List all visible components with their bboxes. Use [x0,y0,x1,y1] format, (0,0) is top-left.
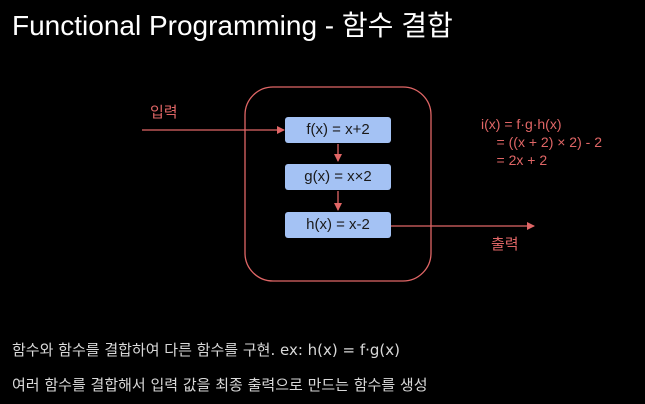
output-label: 출력 [491,236,519,253]
function-g-box: g(x) = x×2 [285,164,391,190]
composition-formula: i(x) = f·g·h(x) = ((x + 2) × 2) - 2 = 2x… [481,115,602,169]
formula-line: = 2x + 2 [481,152,548,168]
function-h-box: h(x) = x-2 [285,212,391,238]
formula-line: i(x) = f·g·h(x) [481,116,562,132]
description-line: 여러 함수를 결합해서 입력 값을 최종 출력으로 만드는 함수를 생성 [12,376,428,394]
description-line: 함수와 함수를 결합하여 다른 함수를 구현. ex: h(x) = f·g(x… [12,341,400,359]
formula-line: = ((x + 2) × 2) - 2 [481,134,602,150]
input-label: 입력 [150,104,178,121]
function-f-box: f(x) = x+2 [285,117,391,143]
slide-title: Functional Programming - 함수 결합 [12,10,453,41]
composite-function-container [244,86,432,282]
